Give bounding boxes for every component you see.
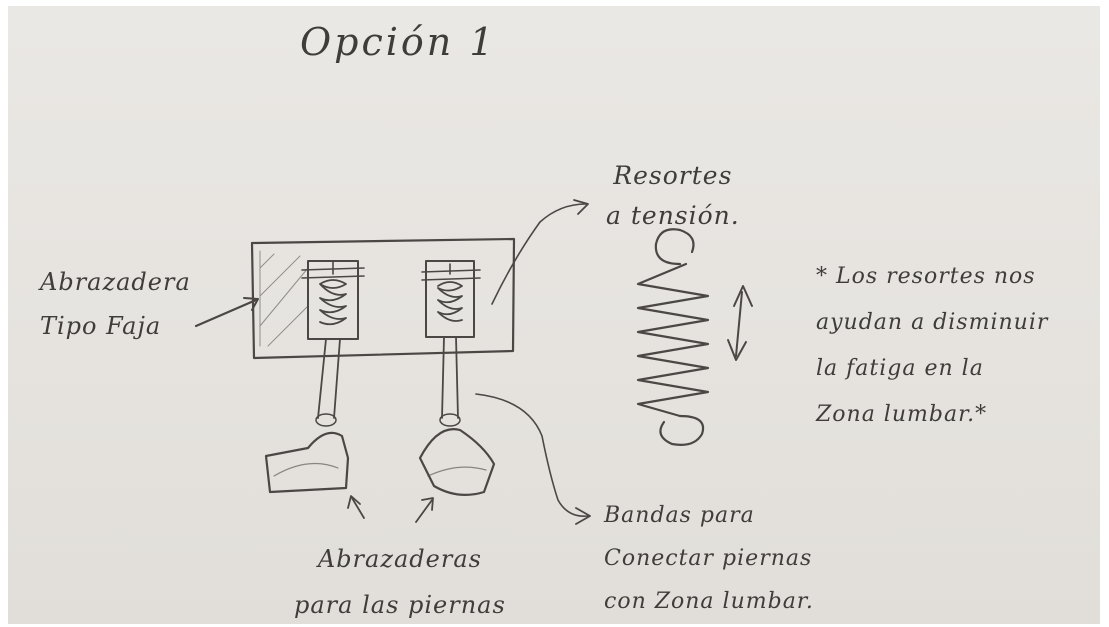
leg-clamps-label: Abrazaderas para las piernas [294, 545, 506, 619]
left-leg-clamp [264, 431, 350, 494]
right-leg-clamp [418, 428, 496, 497]
belt-clamp-box [250, 237, 516, 360]
bands-label: Bandas para Conectar piernas con Zona lu… [604, 503, 814, 614]
tension-double-arrow [727, 285, 753, 361]
notebook-sheet: Opción 1 Abrazadera Tipo Faja Resortes a… [8, 6, 1100, 624]
tension-spring [636, 228, 710, 446]
page-title: Opción 1 [300, 20, 497, 64]
left-spring-housing [301, 260, 365, 340]
note-line-1: * Los resortes nos [816, 264, 1036, 289]
fatigue-note: * Los resortes nos ayudan a disminuir la… [816, 254, 1048, 438]
belt-clamp-label: Abrazadera Tipo Faja [40, 268, 191, 340]
pointer-arrows [194, 199, 591, 525]
springs-label: Resortes a tensión. [606, 161, 740, 230]
note-line-4: Zona lumbar.* [816, 402, 988, 427]
sketch-drawing [194, 199, 753, 525]
leg-bands [315, 336, 461, 427]
right-spring-housing [421, 260, 481, 338]
